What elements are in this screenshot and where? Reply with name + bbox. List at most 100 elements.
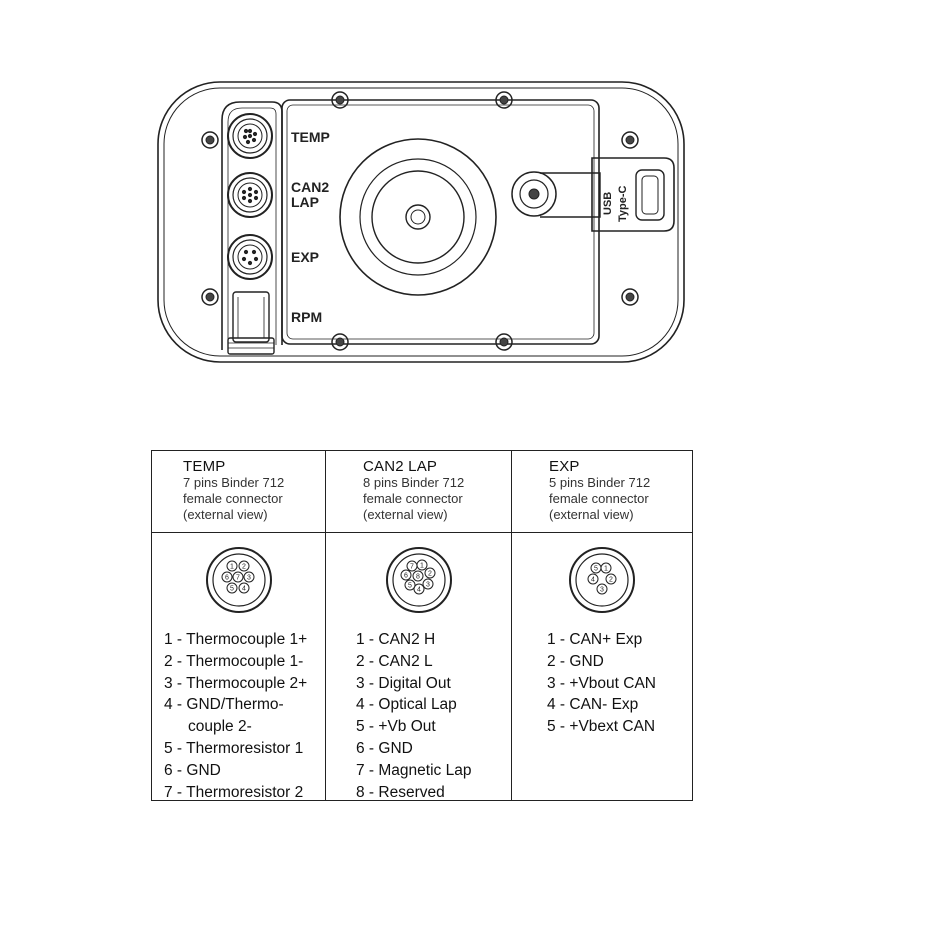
can2-pin-number: 8: [416, 574, 420, 581]
can2-lap-column: CAN2 LAP 8 pins Binder 712 female connec…: [326, 451, 512, 803]
temp-pin-item: 5 - Thermoresistor 1: [164, 739, 304, 757]
exp-pin-socket: [590, 562, 602, 574]
temp-pin-item: 2 - Thermocouple 1-: [164, 652, 304, 670]
connector-panel: [221, 101, 283, 350]
device-rear-view-drawing: TEMP CAN2 LAP EXP RPM USB Type-C: [157, 81, 685, 363]
screws: [201, 91, 639, 351]
rpm-cable-gland: [227, 291, 275, 355]
exp-pin-socket: [605, 573, 617, 585]
can2-pin-socket: [404, 579, 415, 591]
exp-pin-item: 1 - CAN+ Exp: [547, 631, 643, 648]
can2-pin-socket: [400, 569, 411, 581]
can2-lap-pin-list: 1 - CAN2 H 2 - CAN2 L 3 - Digital Out 4 …: [326, 629, 511, 803]
center-mount: [339, 138, 497, 296]
can2-lap-pin-item: 6 - GND: [356, 739, 413, 757]
lap-connector-label: LAP: [291, 194, 319, 210]
temp-pin-socket: [221, 571, 232, 583]
can2-lap-pin-item: 8 - Reserved: [356, 783, 445, 801]
temp-pin-number: 4: [242, 586, 246, 593]
can2-pin-number: 3: [426, 582, 430, 589]
can2-lap-pin-item: 2 - CAN2 L: [356, 652, 433, 670]
temp-pin-list: 1 - Thermocouple 1+ 2 - Thermocouple 1- …: [152, 629, 325, 803]
temp-pin-number: 5: [230, 586, 234, 593]
exp-pin-item: 2 - GND: [547, 652, 604, 670]
temp-pin-socket: [226, 560, 237, 572]
temp-pin-socket: [238, 560, 249, 572]
temp-pin-item: 7 - Thermoresistor 2: [164, 783, 304, 801]
temp-column-header: TEMP 7 pins Binder 712 female connector …: [152, 451, 325, 533]
temp-column-subtitle-3: (external view): [183, 507, 268, 522]
can2-pin-socket: [422, 578, 433, 590]
exp-pin-socket: [596, 583, 608, 595]
can2-lap-column-title: CAN2 LAP: [363, 458, 438, 475]
can2-lap-column-subtitle-1: 8 pins Binder 712: [363, 475, 465, 490]
can2-pin-number: 5: [408, 583, 412, 590]
exp-pin-item: 4 - CAN- Exp: [547, 696, 639, 714]
exp-pin-item: 5 - +Vbext CAN: [547, 718, 656, 736]
temp-connector: [227, 113, 273, 159]
can2-lap-pin-item: 4 - Optical Lap: [356, 696, 457, 714]
exp-column-header: EXP 5 pins Binder 712 female connector (…: [512, 451, 692, 533]
temp-pin-item: 6 - GND: [164, 761, 221, 779]
temp-pin-item: 4 - GND/Thermo-: [164, 696, 284, 714]
exp-column-subtitle-1: 5 pins Binder 712: [549, 475, 651, 490]
temp-pin-socket: [232, 571, 243, 583]
can2-pin-number: 1: [420, 563, 424, 570]
exp-pin-socket: [587, 573, 599, 585]
exp-pin-list: 1 - CAN+ Exp 2 - GND 3 - +Vbout CAN 4 - …: [512, 629, 692, 738]
device-housing: [157, 81, 685, 363]
pinout-table: TEMP 7 pins Binder 712 female connector …: [151, 450, 693, 801]
temp-pin-number: 2: [242, 564, 246, 571]
usb-label-line1: USB: [602, 192, 614, 215]
exp-pin-number: 1: [604, 566, 608, 573]
can2-lap-pin-item: 3 - Digital Out: [356, 674, 451, 692]
temp-column: TEMP 7 pins Binder 712 female connector …: [152, 451, 326, 803]
device-housing-inner: [163, 87, 679, 357]
temp-pin-number: 1: [230, 564, 234, 571]
temp-pin-item: 3 - Thermocouple 2+: [164, 674, 308, 692]
can2-pin-socket: [412, 570, 423, 582]
exp-connector: [227, 234, 273, 280]
temp-column-subtitle-1: 7 pins Binder 712: [183, 475, 285, 490]
temp-column-title: TEMP: [183, 458, 226, 475]
can2-pin-socket: [413, 583, 424, 595]
temp-connector-label: TEMP: [291, 129, 330, 145]
exp-column-subtitle-2: female connector: [549, 491, 649, 506]
can2-lap-column-subtitle-3: (external view): [363, 507, 448, 522]
temp-pin-item: 1 - Thermocouple 1+: [164, 631, 308, 648]
temp-pin-number: 6: [225, 575, 229, 582]
can2-lap-pin-item: 5 - +Vb Out: [356, 718, 436, 736]
exp-pin-number: 3: [600, 587, 604, 594]
temp-pin-number: 7: [236, 575, 240, 582]
temp-pin-item: couple 2-: [188, 718, 252, 736]
temp-column-subtitle-2: female connector: [183, 491, 283, 506]
can2-lap-pin-item: 7 - Magnetic Lap: [356, 761, 472, 779]
exp-column-subtitle-3: (external view): [549, 507, 634, 522]
rpm-connector-label: RPM: [291, 309, 322, 325]
can2-lap-column-subtitle-2: female connector: [363, 491, 463, 506]
temp-pin-socket: [226, 582, 237, 594]
can2-pin-socket: [424, 567, 435, 579]
can2-pin-socket: [406, 560, 417, 572]
exp-column-title: EXP: [549, 458, 580, 475]
exp-pin-number: 2: [609, 577, 613, 584]
can2-pin-number: 4: [417, 587, 421, 594]
exp-connector-label: EXP: [291, 249, 319, 265]
exp-pin-number: 4: [591, 577, 595, 584]
exp-pin-number: 5: [594, 566, 598, 573]
usb-label-line2: Type-C: [617, 185, 629, 222]
temp-pin-number: 3: [247, 575, 251, 582]
can2-lap-column-header: CAN2 LAP 8 pins Binder 712 female connec…: [326, 451, 511, 533]
can2-pin-number: 6: [404, 573, 408, 580]
exp-column: EXP 5 pins Binder 712 female connector (…: [512, 451, 692, 800]
temp-pin-socket: [243, 571, 254, 583]
can2-pin-number: 2: [428, 571, 432, 578]
can2-lap-connector: [227, 172, 273, 218]
temp-pin-socket: [238, 582, 249, 594]
